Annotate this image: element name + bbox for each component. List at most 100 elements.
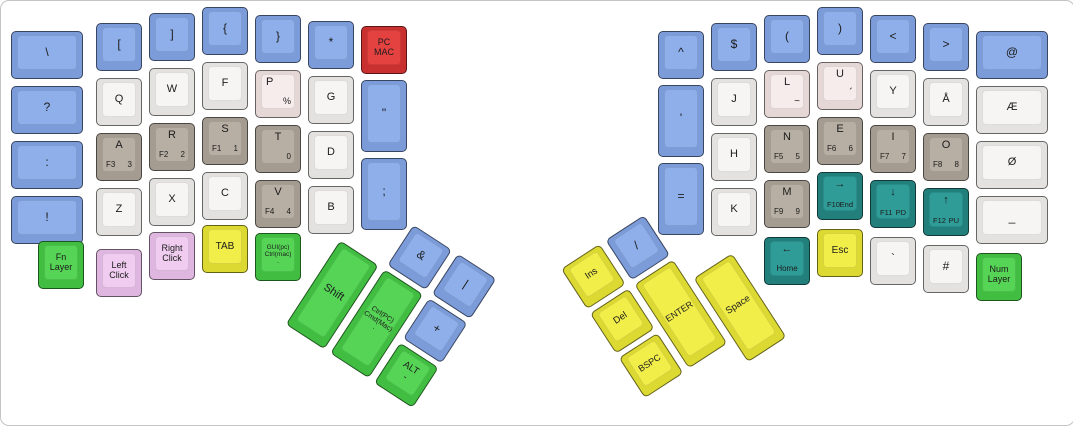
key-o-label: F8 [933, 160, 943, 170]
key-pc-mac-top: PC MAC [367, 30, 401, 65]
key-gt-top: > [929, 27, 963, 62]
key-u-label: ´ [849, 86, 853, 99]
key-ins-label: Ins [583, 265, 600, 282]
key-rbracket: ] [149, 13, 195, 61]
key-o-label: 8 [954, 160, 959, 170]
key-m-label: M [782, 186, 792, 198]
key-n-label: N [783, 131, 791, 143]
key-d-top: D [314, 135, 348, 170]
key-u-top: U´ [823, 66, 857, 101]
key-n-label: F5 [774, 152, 784, 162]
key-pipe-label: | [460, 277, 471, 291]
key-at-label: @ [1005, 44, 1019, 59]
key-rbrace-top: } [261, 19, 295, 54]
key-asterisk: * [308, 21, 354, 69]
key-gui-ctrl-label: GUI(pc) Ctrl(mac) . [264, 243, 292, 266]
key-q: Q [96, 78, 142, 126]
key-f11-pgdn-label: F11 [880, 207, 893, 217]
key-oslash-top: Ø [982, 145, 1042, 180]
key-w-top: W [155, 72, 189, 107]
key-k-top: K [717, 192, 751, 227]
key-gt-label: > [942, 36, 950, 51]
key-rparen-label: ) [838, 20, 842, 35]
key-s-label: S [221, 123, 229, 135]
key-caret-top: ^ [664, 35, 698, 70]
key-pc-mac-label: PC MAC [374, 36, 394, 57]
key-v-label: 4 [286, 207, 291, 217]
key-exclam-label: ! [45, 209, 49, 224]
key-quote: ' [658, 85, 704, 157]
key-aring-top: Å [929, 82, 963, 117]
key-oslash: Ø [976, 141, 1048, 189]
key-hash-label: # [942, 258, 950, 273]
key-f11-pgdn-label: PD [895, 207, 906, 217]
key-m-label: F9 [774, 207, 784, 217]
key-u-label: U [836, 68, 844, 80]
key-z: Z [96, 188, 142, 236]
key-a-label: F3 [106, 160, 116, 170]
key-v-label: F4 [265, 207, 275, 217]
key-k-label: K [730, 203, 738, 216]
key-rparen-top: ) [823, 11, 857, 46]
key-k: K [711, 188, 757, 236]
key-q-top: Q [102, 82, 136, 117]
key-semicolon-label: ; [382, 183, 386, 198]
key-backtick: ` [870, 237, 916, 285]
key-dquote-label: " [381, 105, 387, 120]
key-fn-layer-label: Fn Layer [49, 251, 73, 272]
key-lbrace: { [202, 7, 248, 55]
key-b-label: B [327, 201, 335, 214]
key-lt: < [870, 15, 916, 63]
key-ae-top: Æ [982, 90, 1042, 125]
key-g-top: G [314, 80, 348, 115]
key-question-label: ? [43, 99, 51, 114]
key-gui-ctrl: GUI(pc) Ctrl(mac) . [255, 233, 301, 281]
key-colon: : [11, 141, 83, 189]
key-g-label: G [326, 91, 336, 104]
key-backslash-label: \ [45, 44, 49, 59]
key-n-label: 5 [795, 152, 800, 162]
key-lbracket-top: [ [102, 27, 136, 62]
key-p-label: P [266, 76, 274, 88]
key-question-top: ? [17, 90, 77, 125]
key-lparen-top: ( [770, 19, 804, 54]
key-t-label: 0 [286, 152, 291, 162]
key-f-label: F [221, 77, 229, 90]
key-gt: > [923, 23, 969, 71]
key-n-top: N F5 5 [770, 129, 804, 164]
key-left-click-top: Left Click [102, 253, 136, 288]
key-rbrace-label: } [275, 28, 280, 43]
key-y: Y [870, 70, 916, 118]
key-exclam: ! [11, 196, 83, 244]
key-h-top: H [717, 137, 751, 172]
key-s-label: F1 [212, 144, 222, 154]
key-left-click-label: Left Click [109, 259, 129, 280]
key-lbracket: [ [96, 23, 142, 71]
key-s-label: 1 [233, 144, 238, 154]
key-num-layer: Num Layer [976, 253, 1022, 301]
key-z-top: Z [102, 192, 136, 227]
key-rbracket-top: ] [155, 17, 189, 52]
key-pc-mac: PC MAC [361, 26, 407, 74]
key-f11-pgdn-label: ↓ [890, 186, 896, 198]
key-alt-label: ALT - [400, 359, 421, 383]
key-equals-label: = [677, 188, 685, 203]
key-fn-layer: Fn Layer [38, 241, 84, 289]
key-p-top: P% [261, 74, 295, 109]
key-x-top: X [155, 182, 189, 217]
key-x: X [149, 178, 195, 226]
key-right-click-top: Right Click [155, 236, 189, 271]
key-underscore-label: _ [1008, 209, 1016, 224]
key-h-label: H [730, 148, 738, 161]
key-x-label: X [168, 193, 176, 206]
key-oslash-label: Ø [1007, 156, 1017, 169]
key-j-label: J [731, 93, 737, 106]
